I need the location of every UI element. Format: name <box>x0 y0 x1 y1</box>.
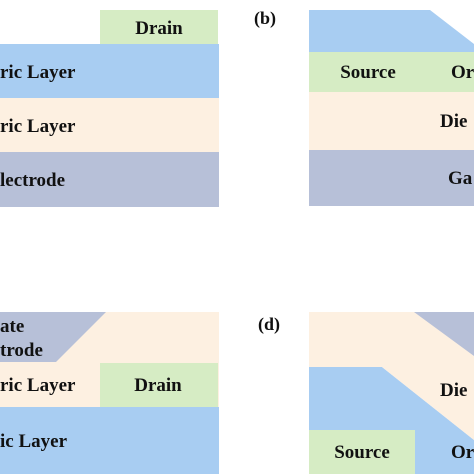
panel-b: (b) Source Or Die Ga <box>254 8 474 206</box>
panel-a-dielectric-label: ric Layer <box>0 116 76 137</box>
panel-b-organic-fragment: Or <box>451 62 474 83</box>
panel-c-gate-label-line1: ate <box>0 316 24 337</box>
panel-b-gate-fragment: Ga <box>448 168 473 189</box>
panel-b-dielectric-layer <box>309 92 474 150</box>
panel-c-drain-electrode <box>100 363 218 407</box>
panel-d-source-electrode <box>309 430 415 474</box>
panel-d-organic-fragment: Or <box>451 442 474 463</box>
panel-a-organic-layer <box>0 44 219 98</box>
panel-d-gate-electrode <box>414 312 474 356</box>
panel-a-dielectric-layer <box>0 98 219 152</box>
panel-d-source-label: Source <box>334 442 390 463</box>
panel-c-drain-label: Drain <box>134 375 182 396</box>
panel-a-gate-label: lectrode <box>0 170 65 191</box>
panel-a-gate-electrode <box>0 152 219 207</box>
panel-b-drain-electrode <box>427 52 474 92</box>
panel-d-dielectric-layer <box>309 312 474 440</box>
panel-a-organic-label: ric Layer <box>0 62 76 83</box>
panel-d-dielectric-fragment: Die <box>440 380 467 401</box>
panel-a-drain-electrode <box>100 10 218 44</box>
panel-b-label: (b) <box>254 8 276 29</box>
panel-d-label: (d) <box>258 314 280 335</box>
panel-a: Drain ric Layer ric Layer lectrode <box>0 10 219 207</box>
panel-c-dielectric-label: ric Layer <box>0 375 76 396</box>
panel-b-source-label: Source <box>340 62 396 83</box>
panel-b-gate-electrode <box>309 150 474 206</box>
panel-b-source-electrode <box>309 52 427 92</box>
panel-c-gate-label-line2: trode <box>0 340 43 361</box>
panel-c-organic-layer <box>0 407 219 474</box>
panel-d: (d) Die Source Or <box>258 312 474 474</box>
panel-c: ate trode ric Layer Drain ic Layer <box>0 312 219 474</box>
panel-c-organic-label: ic Layer <box>0 431 68 452</box>
panel-b-dielectric-fragment: Die <box>440 111 467 132</box>
panel-c-gate-electrode <box>0 312 106 362</box>
panel-a-drain-label: Drain <box>135 18 183 39</box>
